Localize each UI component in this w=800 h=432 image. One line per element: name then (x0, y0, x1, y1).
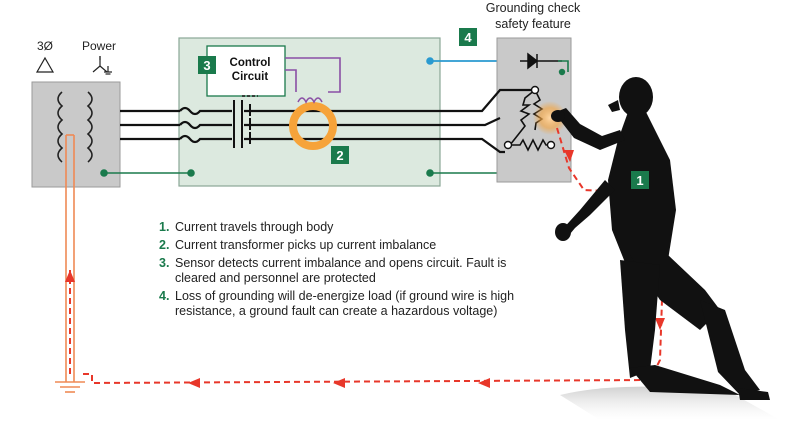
control-circuit-label-2: Circuit (232, 71, 269, 83)
ground-wire (65, 135, 75, 382)
legend-num-4: 4. (159, 289, 170, 303)
contactor (233, 100, 251, 148)
control-circuit-label-1: Control (230, 57, 271, 69)
load-node-right (546, 140, 556, 150)
legend-num-1: 1. (159, 220, 170, 234)
ct-winding (297, 97, 323, 104)
load-conductors (440, 88, 535, 154)
contact-glow (533, 101, 567, 135)
badge-2: 2 (331, 146, 349, 164)
primary-coil (57, 91, 64, 163)
legend-text-3: Sensor detects current imbalance and ope… (175, 256, 507, 285)
three-phase-label: 3Ø (37, 39, 53, 53)
legend-item-4: 4. Loss of grounding will de-energize lo… (159, 289, 519, 319)
svg-text:1: 1 (636, 173, 643, 188)
load-node-left (503, 140, 513, 150)
legend-num-3: 3. (159, 256, 170, 270)
diode-ground-wire (558, 60, 569, 72)
secondary-coil (86, 91, 93, 163)
legend-text-4: Loss of grounding will de-energize load … (175, 289, 515, 318)
legend: 1. Current travels through body 2. Curre… (159, 220, 519, 322)
badge-1: 1 (631, 171, 649, 189)
delta-symbol (35, 56, 55, 73)
grounding-check-label-1: Grounding check (486, 1, 581, 15)
badge-4: 4 (459, 28, 477, 46)
svg-text:3: 3 (203, 58, 210, 73)
badge-3: 3 (198, 56, 216, 74)
phase-conductors (120, 106, 440, 144)
diode-ground-node (558, 68, 566, 76)
ground-check-node-left (426, 57, 434, 65)
legend-text-2: Current transformer picks up current imb… (175, 238, 437, 252)
earth-ground-symbol (55, 381, 85, 393)
svg-text:2: 2 (336, 148, 343, 163)
wye-ground-symbol (92, 56, 112, 75)
ct-sense-wire (285, 57, 341, 93)
load-node-top (530, 85, 540, 95)
legend-item-3: 3. Sensor detects current imbalance and … (159, 256, 519, 286)
grounding-check-label-2: safety feature (495, 17, 571, 31)
power-label: Power (82, 39, 116, 53)
legend-num-2: 2. (159, 238, 170, 252)
worker-silhouette (551, 77, 780, 420)
legend-item-2: 2. Current transformer picks up current … (159, 238, 519, 253)
control-circuit-box (206, 45, 286, 97)
legend-text-1: Current travels through body (175, 220, 334, 234)
ground-node-2 (187, 169, 195, 177)
legend-item-1: 1. Current travels through body (159, 220, 519, 235)
current-transformer-ring (289, 102, 337, 150)
svg-text:4: 4 (464, 30, 472, 45)
ground-node-1 (100, 169, 108, 177)
